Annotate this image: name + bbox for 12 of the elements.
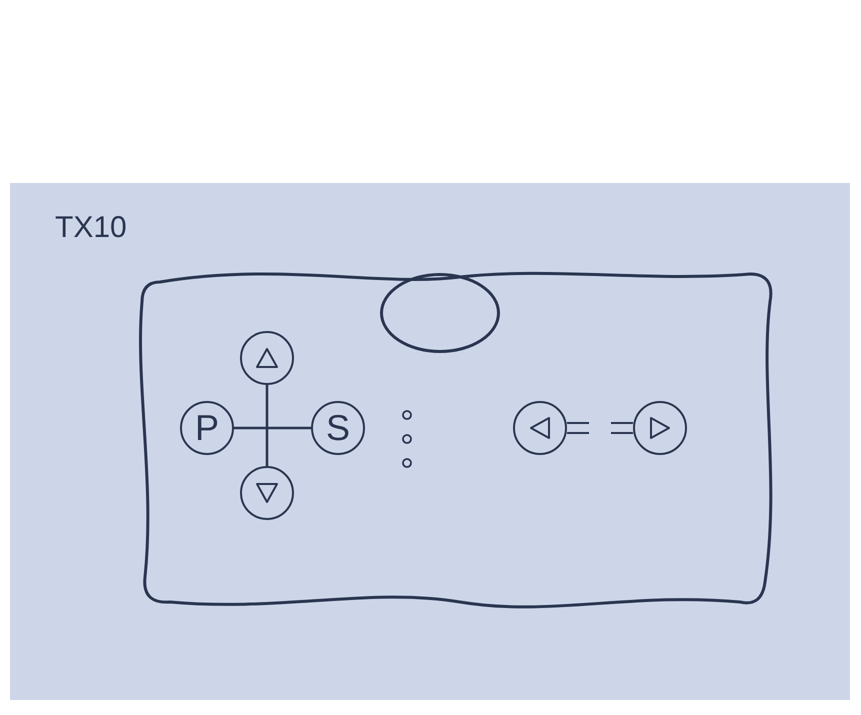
round-button — [180, 401, 234, 455]
display-window — [380, 273, 500, 353]
round-button — [240, 331, 294, 385]
trace-line — [234, 426, 311, 430]
button-letter: P — [194, 410, 219, 446]
model-label: TX10 — [55, 211, 127, 245]
trace-line — [266, 385, 268, 466]
round-button — [240, 466, 294, 520]
round-button — [311, 401, 365, 455]
round-button — [513, 401, 567, 455]
button-letter: S — [326, 410, 350, 446]
round-button — [633, 401, 687, 455]
